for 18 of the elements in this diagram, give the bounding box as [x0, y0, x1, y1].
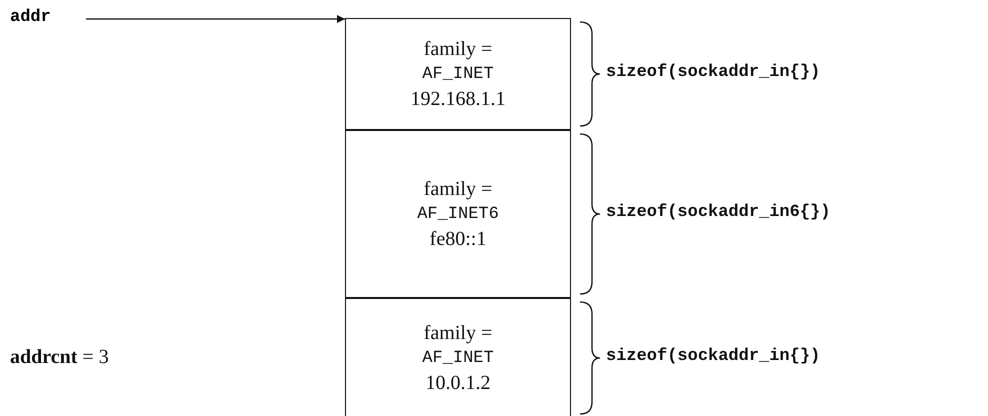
- size-label: sizeof(sockaddr_in{}): [606, 347, 820, 366]
- struct-cell: [345, 130, 571, 298]
- arrow: [86, 15, 345, 23]
- address-text: 192.168.1.1: [410, 86, 506, 112]
- family-constant: AF_INET: [422, 348, 494, 370]
- family-constant: AF_INET: [422, 64, 494, 86]
- struct-cell: [345, 298, 571, 416]
- size-label: sizeof(sockaddr_in6{}): [606, 203, 830, 222]
- address-text: fe80::1: [430, 226, 486, 252]
- size-label: sizeof(sockaddr_in{}): [606, 63, 820, 82]
- variable-label: addr: [10, 8, 80, 30]
- struct-cell: [345, 18, 571, 130]
- address-text: 10.0.1.2: [426, 370, 490, 396]
- family-constant: AF_INET6: [417, 204, 499, 226]
- field-label: family =: [424, 176, 492, 202]
- field-label: family =: [424, 320, 492, 346]
- count-label: addrcnt = 3: [10, 346, 109, 369]
- field-label: family =: [424, 36, 492, 62]
